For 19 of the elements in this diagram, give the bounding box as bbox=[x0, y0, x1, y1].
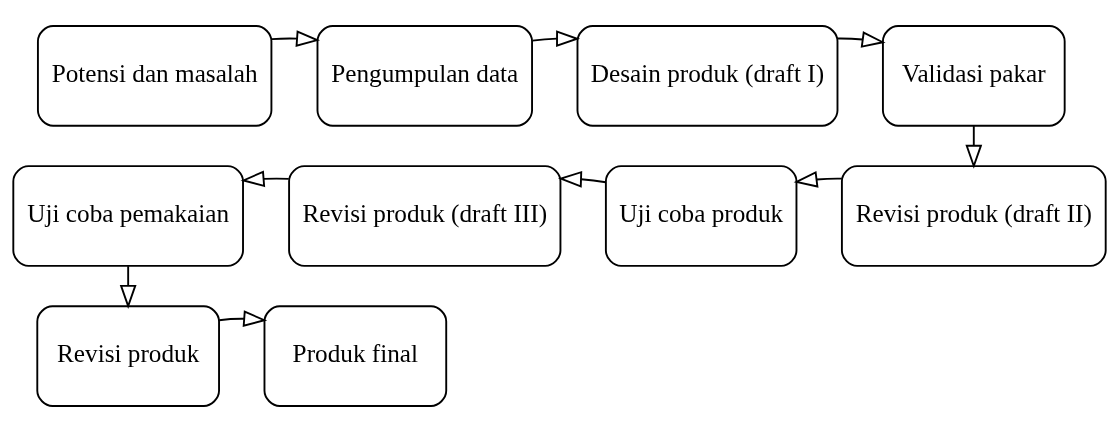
arrow bbox=[218, 309, 268, 327]
node-box: Pengumpulan data bbox=[316, 24, 533, 127]
arrow bbox=[270, 29, 321, 47]
arrow bbox=[240, 169, 290, 187]
node-box: Produk final bbox=[263, 304, 448, 407]
node-box: Potensi dan masalah bbox=[36, 24, 273, 127]
node-box: Revisi produk (draft II) bbox=[840, 164, 1107, 267]
node-box: Desain produk (draft I) bbox=[576, 24, 839, 127]
node-box: Revisi produk bbox=[36, 304, 220, 407]
arrow bbox=[836, 30, 886, 48]
arrow bbox=[793, 170, 843, 188]
arrow bbox=[531, 29, 581, 47]
arrow bbox=[119, 264, 137, 309]
node-box: Revisi produk (draft III) bbox=[288, 164, 562, 267]
node-box: Uji coba produk bbox=[604, 164, 798, 267]
arrow bbox=[557, 170, 607, 188]
arrow bbox=[965, 124, 983, 169]
node-box: Uji coba pemakaian bbox=[12, 164, 244, 267]
node-box: Validasi pakar bbox=[881, 24, 1066, 127]
